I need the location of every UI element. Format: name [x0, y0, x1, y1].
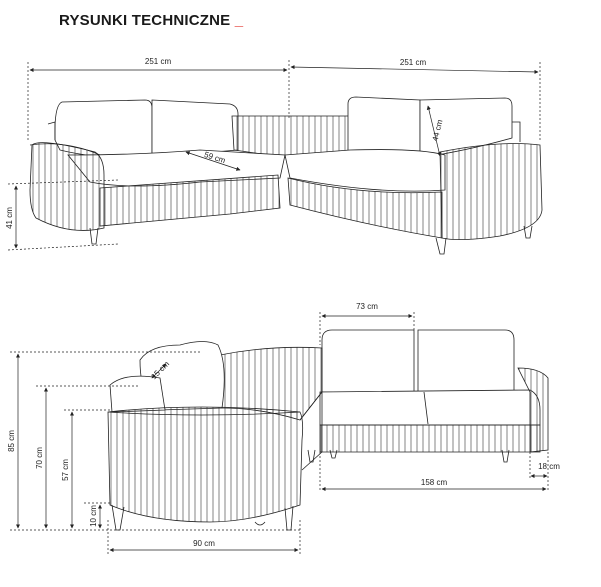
title-accent: _ — [234, 12, 244, 29]
top-sofa-drawing — [29, 96, 543, 255]
dim-width-right: 251 cm — [400, 58, 427, 67]
dim-seat-height: 41 cm — [5, 207, 14, 229]
dim-seat-width: 158 cm — [421, 478, 448, 487]
dim-armrest-width: 18 cm — [538, 462, 560, 471]
bottom-dimensions — [10, 312, 549, 556]
page-title: RYSUNKI TECHNICZNE _ — [59, 12, 243, 29]
dim-armrest-height: 70 cm — [35, 447, 44, 469]
dim-width-left: 251 cm — [145, 57, 172, 66]
top-dimensions — [7, 60, 541, 251]
title-text: RYSUNKI TECHNICZNE — [59, 12, 231, 29]
dim-leg-height: 10 cm — [89, 505, 98, 527]
dim-total-height: 85 cm — [7, 430, 16, 452]
dim-seat-top-height: 57 cm — [61, 459, 70, 481]
bottom-sofa-drawing — [107, 329, 549, 531]
dim-cushion-width: 73 cm — [356, 302, 378, 311]
dim-depth: 90 cm — [193, 539, 215, 548]
